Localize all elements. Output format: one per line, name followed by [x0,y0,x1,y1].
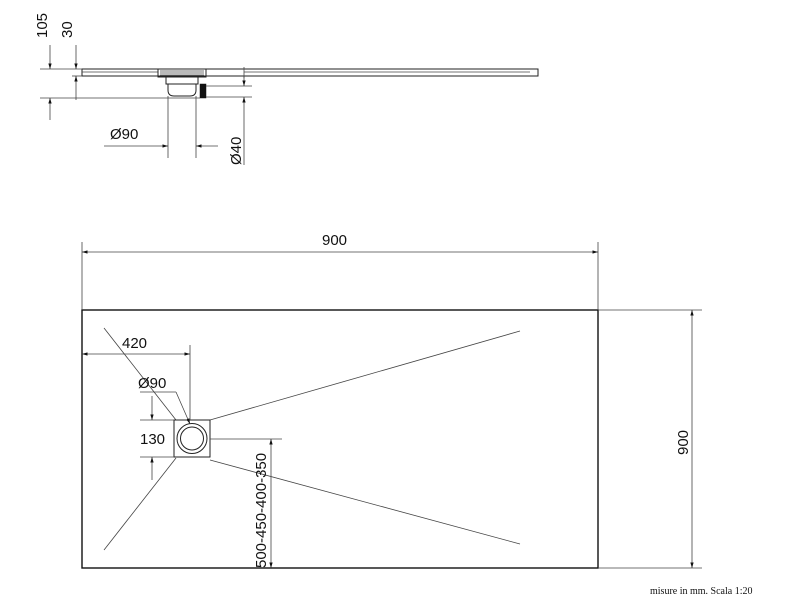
dim-drain-dia-plan: Ø90 [138,375,166,392]
dim-drain-dia-side: Ø90 [110,126,138,143]
dim-tray-height: 30 [59,21,76,38]
drain-plan [173,419,211,458]
dim-width: 900 [322,232,347,249]
tray-side-profile [81,68,539,77]
tray-plan-outline [81,309,599,569]
dim-depth: 900 [675,430,692,455]
side-view: 105 30 Ø90 Ø40 [34,13,539,165]
dim-outlet-dia: Ø40 [228,137,245,165]
dim-total-height: 105 [34,13,51,38]
scale-note: misure in mm. Scala 1:20 [650,586,753,597]
slope-line-top-left [103,327,177,421]
dim-drain-offset-y: 500-450-400-350 [253,453,270,568]
slope-line-bottom [209,459,521,545]
drain-side-profile [157,68,207,99]
plan-view: 900 900 420 Ø90 130 500-450-400-350 [81,232,702,569]
dim-drain-size: 130 [140,431,165,448]
dim-drain-offset-x: 420 [122,335,147,352]
slope-line-bottom-left [103,457,177,551]
slope-line-top [209,330,521,421]
